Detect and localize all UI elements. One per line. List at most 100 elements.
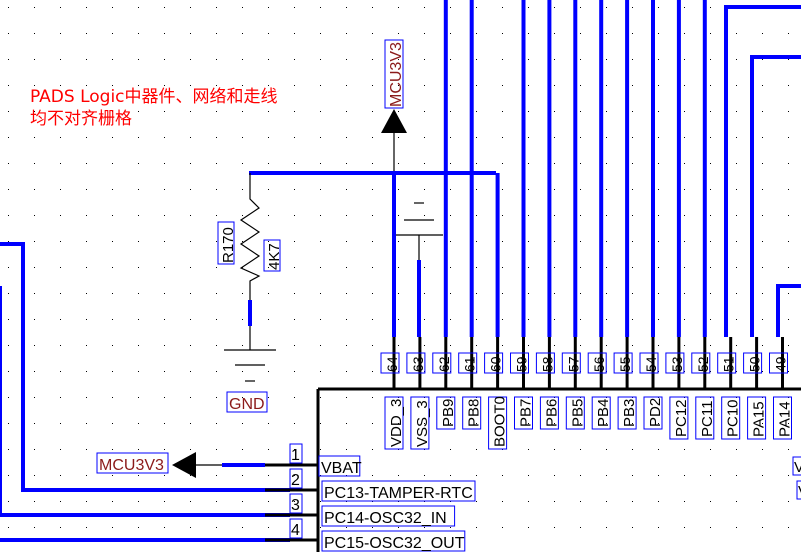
pin-name: PB9 (440, 399, 457, 427)
wire-pc10[interactable] (724, 5, 801, 337)
grid-dot (138, 189, 139, 190)
grid-dot (398, 59, 399, 60)
grid-dot (164, 501, 165, 502)
grid-dot (112, 85, 113, 86)
grid-dot (242, 111, 243, 112)
grid-dot (164, 163, 165, 164)
grid-dot (268, 163, 269, 164)
grid-dot (164, 85, 165, 86)
top-wires (392, 0, 707, 337)
grid-dot (60, 59, 61, 60)
grid-dot (554, 423, 555, 424)
grid-dot (528, 7, 529, 8)
grid-dot (190, 449, 191, 450)
grid-dot (216, 371, 217, 372)
grid-dot (528, 215, 529, 216)
wire-pa14[interactable] (776, 284, 801, 337)
grid-dot (710, 475, 711, 476)
grid-dot (450, 163, 451, 164)
grid-dot (684, 475, 685, 476)
grid-dot (788, 85, 789, 86)
grid-dot (684, 215, 685, 216)
top-power-label-box (384, 39, 404, 109)
pin-number-box (484, 352, 504, 374)
grid-dot (34, 397, 35, 398)
grid-dot (86, 111, 87, 112)
grid-dot (528, 527, 529, 528)
wire-pc14[interactable] (0, 286, 290, 517)
grid-dot (736, 111, 737, 112)
grid-dot (242, 449, 243, 450)
grid-dot (528, 59, 529, 60)
grid-dot (554, 33, 555, 34)
grid-dot (138, 267, 139, 268)
grid-dot (658, 241, 659, 242)
grid-dot (684, 319, 685, 320)
grid-dot (8, 33, 9, 34)
pin-number-box (406, 352, 426, 374)
grid-dot (502, 319, 503, 320)
wire-pa15[interactable] (750, 55, 801, 337)
pin-number: 62 (436, 356, 452, 372)
grid-dot (736, 59, 737, 60)
left-power-label-box (96, 452, 169, 474)
mcu-chip[interactable] (316, 387, 801, 552)
grid-dot (294, 59, 295, 60)
ground-symbol[interactable]: GND (224, 349, 276, 413)
grid-dot (658, 527, 659, 528)
grid-dot (138, 293, 139, 294)
grid-dot (294, 501, 295, 502)
grid-dot (476, 319, 477, 320)
grid-dot (294, 423, 295, 424)
grid-dot (320, 345, 321, 346)
grid-dot (216, 345, 217, 346)
grid-dot (658, 163, 659, 164)
resistor-r170[interactable]: R170 4K7 (217, 171, 496, 350)
grid-dot (450, 137, 451, 138)
top-power-symbol[interactable]: MCU3V3 (381, 39, 407, 172)
grid-dot (346, 397, 347, 398)
grid-dot (346, 33, 347, 34)
grid-dot (164, 241, 165, 242)
grid-dot (60, 163, 61, 164)
grid-dot (476, 501, 477, 502)
grid-dot (216, 85, 217, 86)
grid-dot (242, 345, 243, 346)
grid-dot (424, 527, 425, 528)
pin-number-box (691, 352, 711, 374)
wire-pc13[interactable] (0, 242, 290, 492)
grid-dot (398, 7, 399, 8)
pin-number: 59 (514, 356, 530, 372)
pin-number: 60 (488, 356, 504, 372)
grid-dot (60, 475, 61, 476)
grid-dot (736, 423, 737, 424)
grid-dot (762, 423, 763, 424)
left-power-symbol[interactable]: MCU3V3 (96, 452, 196, 478)
grid-dot (606, 501, 607, 502)
grid-dot (684, 33, 685, 34)
pin-number: 57 (565, 356, 581, 372)
pin-name-box (318, 455, 361, 477)
grid-dot (684, 293, 685, 294)
